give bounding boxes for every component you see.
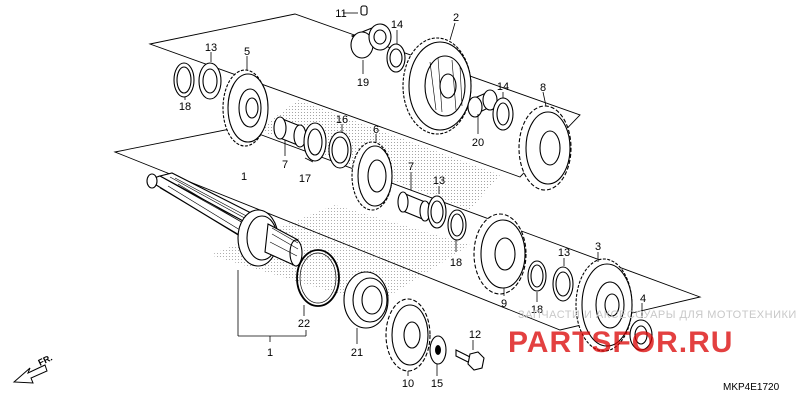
- label-part-9: 9: [501, 298, 507, 310]
- direction-label: FR.: [36, 352, 53, 367]
- o-ring-22: [296, 249, 340, 307]
- label-part-7: 7: [282, 159, 288, 171]
- part-number-labels: 11 14 2 13 5 18 19 14 8 16 6 20 7 17 7 1…: [179, 8, 646, 390]
- assembly-frame-upper: [148, 13, 581, 178]
- washer-16: [328, 131, 352, 169]
- label-part-10: 10: [402, 378, 414, 390]
- label-part-13: 13: [205, 42, 217, 54]
- label-part-18: 18: [450, 257, 462, 269]
- bolt-12: [455, 349, 485, 371]
- bearing-4: [629, 319, 653, 351]
- oil-seal-21: [343, 271, 389, 329]
- label-part-14: 14: [497, 81, 509, 93]
- label-part-7: 7: [408, 161, 414, 173]
- washer-13-right: [552, 266, 574, 302]
- label-part-13: 13: [433, 175, 445, 187]
- label-part-19: 19: [357, 77, 369, 89]
- label-part-1: 1: [241, 171, 247, 183]
- gear-2: [402, 37, 472, 135]
- circlip-18-upper: [173, 62, 195, 98]
- diagram-code: MKP4E1720: [723, 382, 780, 393]
- circlip-18-middle: [447, 209, 467, 241]
- gear-9: [473, 213, 527, 295]
- washer-14-right: [492, 97, 514, 131]
- gear-5: [222, 69, 269, 147]
- bearing-19: [350, 23, 392, 59]
- main-shaft-part: [146, 172, 303, 267]
- bushing-7-middle: [397, 191, 431, 222]
- washer-17: [303, 122, 327, 162]
- label-part-12: 12: [469, 329, 481, 341]
- watermark: ЗАПЧАСТИ И АКСЕССУАРЫ ДЛЯ МОТОТЕХНИКИ PA…: [508, 309, 797, 359]
- label-part-20: 20: [472, 137, 484, 149]
- label-part-6: 6: [373, 124, 379, 136]
- circlip-18-right: [527, 260, 547, 292]
- label-part-11: 11: [335, 8, 346, 20]
- label-part-18: 18: [531, 304, 543, 316]
- label-part-13: 13: [558, 247, 570, 259]
- label-part-16: 16: [336, 114, 348, 126]
- callout-lines: [184, 12, 643, 376]
- bushing-7-upper: [273, 116, 307, 148]
- label-part-2: 2: [453, 12, 459, 24]
- front-direction-arrow: FR.: [12, 352, 54, 384]
- gear-8: [518, 105, 572, 191]
- washer-13-upper: [198, 62, 222, 100]
- label-part-4: 4: [640, 293, 646, 305]
- washer-13-middle: [427, 195, 447, 229]
- pin-11: [360, 5, 368, 16]
- label-part-3: 3: [595, 241, 601, 253]
- label-part-18: 18: [179, 101, 191, 113]
- label-part-15: 15: [431, 378, 443, 390]
- washer-15: [429, 335, 447, 365]
- gear-6: [351, 141, 393, 211]
- label-part-22: 22: [298, 318, 310, 330]
- sprocket-10: [385, 298, 431, 372]
- label-part-1: 1: [267, 347, 273, 359]
- label-part-21: 21: [351, 347, 363, 359]
- gear-3: [575, 258, 633, 352]
- label-part-14: 14: [391, 19, 403, 31]
- label-part-8: 8: [540, 82, 546, 94]
- washer-14-upper: [386, 43, 406, 73]
- label-part-5: 5: [244, 46, 250, 58]
- needle-bearing-20: [467, 89, 498, 118]
- watermark-tagline: ЗАПЧАСТИ И АКСЕССУАРЫ ДЛЯ МОТОТЕХНИКИ: [518, 309, 797, 321]
- watermark-logo: PARTSFOR.RU: [508, 326, 733, 359]
- label-part-17: 17: [299, 173, 311, 185]
